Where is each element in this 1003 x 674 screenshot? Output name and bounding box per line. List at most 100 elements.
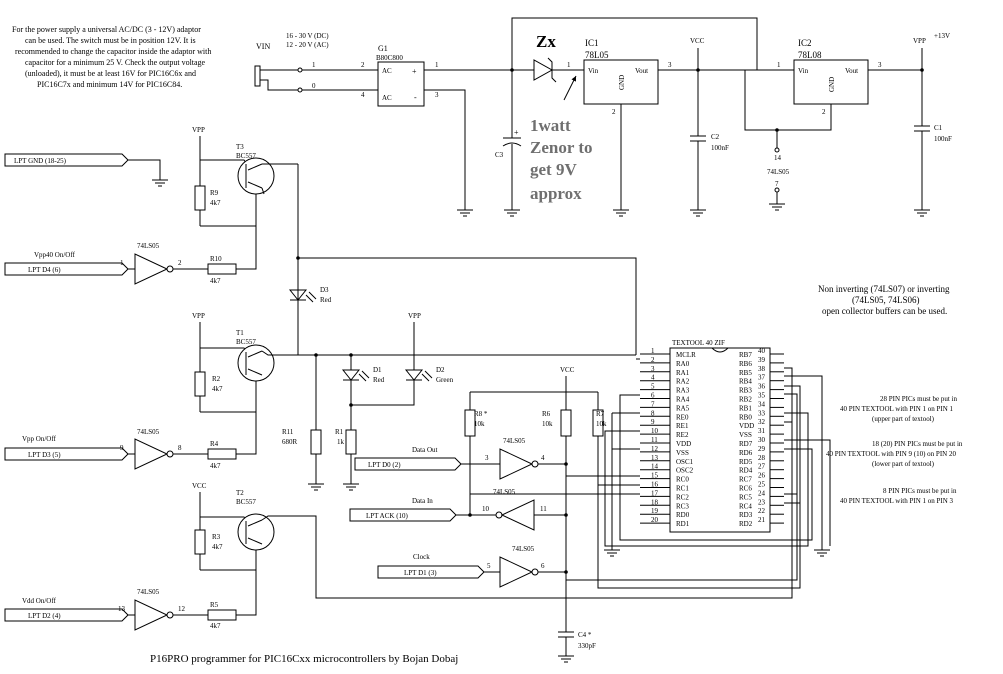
svg-text:0: 0 (312, 82, 316, 90)
svg-text:74LS05: 74LS05 (512, 545, 535, 553)
zif-pin-name: RB0 (739, 413, 752, 421)
svg-text:330pF: 330pF (578, 642, 596, 650)
buffer-note: Non inverting (74LS07) or inverting (74L… (818, 284, 950, 316)
svg-text:R4: R4 (210, 440, 219, 448)
zif-pin-name: RC2 (676, 493, 689, 501)
zif-pin-name: RE0 (676, 413, 689, 421)
zif-pin-number: 1 (651, 347, 655, 355)
svg-text:9: 9 (120, 444, 124, 452)
lpt-gnd-connector: LPT GND (18-25) (4, 153, 169, 187)
buffer-74ls05 (134, 253, 169, 285)
t2-transistor (237, 513, 275, 551)
svg-text:R7: R7 (596, 410, 605, 418)
pin28-note: (upper part of textool) (872, 415, 935, 423)
zif-pin-number: 34 (758, 400, 766, 408)
buffer-74ls05 (134, 438, 169, 470)
svg-text:AC: AC (382, 67, 392, 75)
data-io-block: VCC R8 * 10k R6 10k R7 10k LPT D0 (2) Da… (296, 256, 637, 663)
pin18-note: 18 (20) PIN PICs must be put in (872, 440, 963, 448)
zif-title: TEXTOOL 40 ZIF (672, 339, 725, 347)
svg-text:1: 1 (120, 259, 124, 267)
svg-text:GND: GND (618, 75, 626, 90)
svg-text:4k7: 4k7 (212, 385, 223, 393)
zif-pin-number: 6 (651, 392, 655, 400)
ic1-part: 78L05 (585, 50, 609, 60)
zif-pin-number: 38 (758, 365, 766, 373)
svg-text:LPT D2 (4): LPT D2 (4) (28, 612, 61, 620)
svg-text:R11: R11 (282, 428, 294, 436)
zif-pin-name: RA1 (676, 369, 690, 377)
svg-text:4k7: 4k7 (210, 622, 221, 630)
zif-pin-name: VDD (739, 422, 754, 430)
svg-text:10k: 10k (596, 420, 607, 428)
svg-text:2: 2 (178, 259, 182, 267)
zif-pin-number: 8 (651, 409, 655, 417)
vpp-rail-label: VPP (913, 37, 926, 45)
zif-pin-number: 2 (651, 356, 655, 364)
svg-text:1: 1 (777, 61, 781, 69)
svg-text:6: 6 (541, 562, 545, 570)
svg-text:Vout: Vout (845, 67, 858, 75)
svg-text:Red: Red (320, 296, 332, 304)
pin8-note: 8 PIN PICs must be put in (883, 487, 957, 495)
zif-pin-name: RA2 (676, 378, 690, 386)
zif-pin-number: 4 (651, 374, 655, 382)
zif-pin-number: 16 (651, 481, 659, 489)
svg-text:5: 5 (487, 562, 491, 570)
svg-text:T2: T2 (236, 489, 244, 497)
svg-text:T3: T3 (236, 143, 244, 151)
footer-title: P16PRO programmer for PIC16Cxx microcont… (150, 653, 458, 665)
svg-text:T1: T1 (236, 329, 244, 337)
lpt-d4-connector (4, 262, 129, 276)
svg-text:R8 *: R8 * (474, 410, 488, 418)
vpp-switch-block: VPP R2 4k7 T1 BC557 LPT D3 (5) Vpp On/Of… (4, 312, 636, 470)
pin8-note: 40 PIN TEXTOOL with PIN 1 on PIN 3 (840, 497, 954, 505)
data-out-label: Data Out (412, 446, 438, 454)
ic2-label: IC2 (798, 38, 812, 48)
svg-text:VCC: VCC (560, 366, 575, 374)
svg-text:Vin: Vin (588, 67, 599, 75)
svg-text:74LS05: 74LS05 (137, 588, 160, 596)
power-note-line: capacitor for a minimum 25 V. Check the … (25, 58, 206, 67)
zif-pin-name: RB7 (739, 351, 752, 359)
vin-jack (254, 65, 261, 87)
zif-pin-number: 27 (758, 463, 766, 471)
svg-text:2: 2 (612, 108, 616, 116)
zif-pin-name: VDD (676, 440, 691, 448)
c3-label: C3 (495, 151, 504, 159)
svg-text:100nF: 100nF (934, 135, 952, 143)
zif-pin-number: 11 (651, 436, 658, 444)
pin18-note: (lower part of textool) (872, 460, 935, 468)
svg-text:4k7: 4k7 (210, 462, 221, 470)
zif-pin-name: VSS (676, 449, 689, 457)
svg-text:100nF: 100nF (711, 144, 729, 152)
buffer-74ls05 (134, 599, 169, 631)
zif-pin-name: RA5 (676, 404, 690, 412)
svg-text:1: 1 (312, 61, 316, 69)
svg-text:4: 4 (541, 454, 545, 462)
ic-ls05-label: 74LS05 (767, 168, 790, 176)
zif-pin-name: RE1 (676, 422, 689, 430)
buffer-74ls05 (500, 499, 535, 531)
svg-text:C1: C1 (934, 124, 943, 132)
svg-text:R1: R1 (335, 428, 344, 436)
d3-led: D3 Red (288, 286, 332, 355)
zif-pin-number: 18 (651, 498, 659, 506)
zif-pin-name: RC5 (739, 493, 752, 501)
lpt-d1-connector (377, 565, 485, 579)
svg-text:R3: R3 (212, 533, 221, 541)
zif-pin-number: 36 (758, 383, 766, 391)
zif-pin-name: RD1 (676, 520, 690, 528)
zif-pin-name: RB5 (739, 369, 752, 377)
zif-pin-number: 21 (758, 516, 766, 524)
zener-diode (533, 59, 554, 81)
svg-text:3: 3 (668, 61, 672, 69)
t1-transistor (237, 344, 275, 382)
svg-text:LPT ACK (10): LPT ACK (10) (366, 512, 409, 520)
svg-text:LPT D4 (6): LPT D4 (6) (28, 266, 61, 274)
svg-text:1k: 1k (337, 438, 345, 446)
zif-pin-number: 19 (651, 507, 659, 515)
zif-pin-number: 13 (651, 454, 659, 462)
zif-pin-number: 30 (758, 436, 766, 444)
